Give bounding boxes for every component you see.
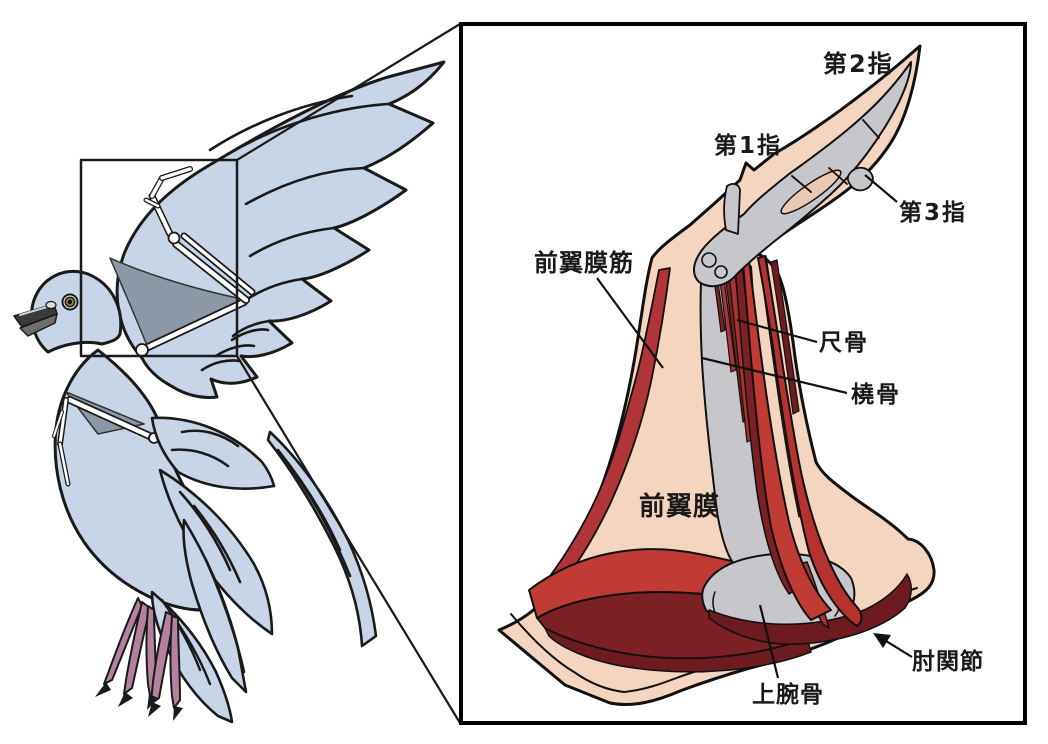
elbow-arrow-line bbox=[885, 640, 913, 658]
digit1-bone bbox=[723, 183, 741, 235]
eye bbox=[61, 293, 79, 311]
forearm-muscle-bands bbox=[734, 255, 863, 627]
humerus-leader-line bbox=[758, 604, 780, 679]
far-wing-feather-lines bbox=[200, 94, 390, 372]
label-ulna: 尺骨 bbox=[819, 330, 869, 356]
label-radius: 橈骨 bbox=[851, 382, 901, 408]
anatomy-panel-art bbox=[497, 44, 936, 707]
claws bbox=[95, 682, 183, 721]
pigeon-illustration bbox=[13, 22, 462, 725]
label-elbow-joint: 肘関節 bbox=[912, 649, 984, 675]
wing-bones bbox=[135, 166, 256, 357]
near-wing-bones bbox=[52, 391, 160, 487]
pigeon-near-wing bbox=[150, 416, 378, 694]
label-propatagial-muscle: 前翼膜筋 bbox=[534, 249, 634, 277]
pigeon-far-wing bbox=[109, 60, 446, 399]
propatagial-muscle-leader-line bbox=[596, 277, 664, 369]
pigeon-feet bbox=[95, 597, 183, 721]
digit3-bone bbox=[846, 166, 874, 192]
label-digit3: 第3指 bbox=[899, 200, 968, 226]
label-humerus: 上腕骨 bbox=[752, 682, 824, 708]
label-leader-lines bbox=[596, 174, 913, 679]
zoom-rectangle bbox=[79, 158, 239, 358]
label-digit2: 第2指 bbox=[823, 50, 894, 78]
label-propatagium: 前翼膜 bbox=[639, 492, 721, 522]
radius-leader-line bbox=[701, 356, 848, 395]
elbow-arrow-head bbox=[873, 633, 891, 648]
ulna-leader-line bbox=[736, 318, 818, 344]
label-digit1: 第1指 bbox=[714, 133, 783, 159]
pigeon-head bbox=[13, 270, 123, 354]
cere bbox=[45, 300, 57, 310]
beak-lower bbox=[19, 313, 58, 337]
digit3-leader-line bbox=[864, 174, 898, 203]
hand-bones bbox=[693, 61, 912, 288]
connector-lines bbox=[235, 22, 462, 725]
